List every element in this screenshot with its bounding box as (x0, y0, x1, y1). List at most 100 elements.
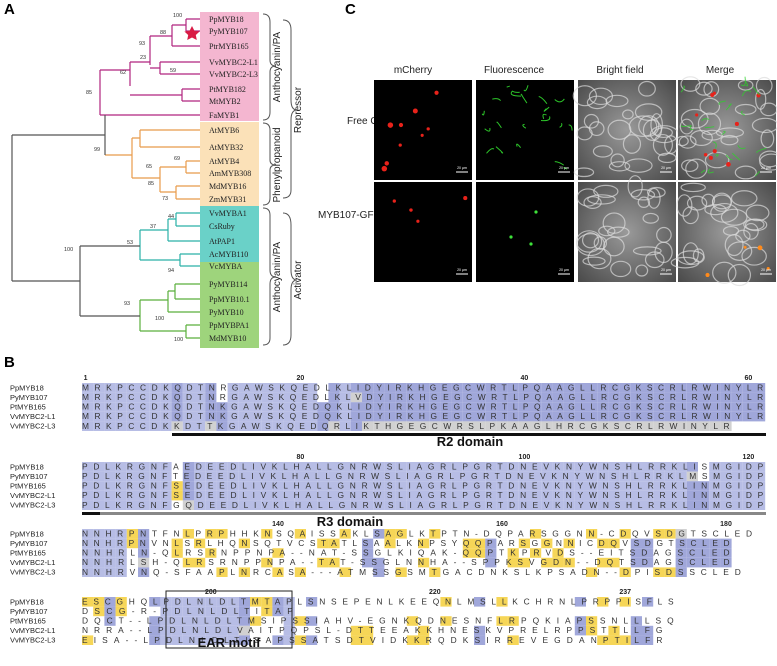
sequence-residues: NNHRPNVNLSRLHQNSQTVCSTATLSAALKNPSYQQPARS… (82, 538, 730, 548)
sequence-residues: NNHRPNTFNLPRPHHKNSQAISSAKLSAGLKTPTN-DQPA… (82, 528, 752, 538)
role-label-activator: Activator (293, 260, 304, 300)
sequence-name: VvMYBC2-L3 (10, 636, 55, 645)
bootstrap-value: 85 (86, 90, 92, 96)
svg-text:20 μm: 20 μm (661, 268, 671, 272)
group-label-phenylpropanoid: Phenylpropanoid (272, 127, 283, 202)
bootstrap-value: 100 (155, 316, 164, 322)
micrograph: 20 μm (476, 80, 574, 180)
sequence-residues: PDLKRGNFGQDEEDLIVKLHALLGNRWSLIAGRLPGRTDN… (82, 500, 764, 510)
bootstrap-value: 99 (94, 147, 100, 153)
phylogenetic-tree (11, 18, 200, 339)
taxon-label: MdMYB10 (209, 334, 246, 343)
bootstrap-value: 100 (173, 13, 182, 19)
taxon-label: PpMYB18 (209, 15, 244, 24)
group-label-anthocyanin-pa-1: Anthocyanin/PA (272, 31, 283, 102)
sequence-name: PpMYB18 (10, 462, 44, 471)
position-tick: 120 (743, 454, 755, 461)
taxon-label: ZmMYB31 (209, 195, 246, 204)
bootstrap-value: 100 (174, 337, 183, 343)
clade-bg-activator-anthocyanin-1 (200, 206, 259, 262)
r3-domain-label: R3 domain (317, 514, 384, 529)
micrograph: 20 μm (675, 76, 777, 180)
micrograph: 20 μm (572, 80, 679, 180)
sequence-residues: EISA--LPDLNLDLTISAPSSATSDTVIDKKRQDKSIRRE… (82, 635, 662, 645)
group-label-anthocyanin-pa-2: Anthocyanin/PA (272, 241, 283, 312)
position-tick: 200 (205, 589, 217, 596)
clade-bg-repressor-anthocyanin (200, 12, 259, 121)
bootstrap-value: 93 (139, 41, 145, 47)
scale-bar: 20 μm (660, 166, 672, 173)
micrograph: 20 μm (374, 182, 472, 282)
r2-domain-bar (172, 433, 766, 436)
r3-domain-bar (100, 512, 766, 515)
bootstrap-value: 85 (148, 181, 154, 187)
taxon-label: VvMYBA1 (209, 209, 247, 218)
sequence-name: PtMYB165 (10, 617, 46, 626)
position-tick: 220 (429, 589, 441, 596)
position-tick: 237 (619, 589, 631, 596)
bootstrap-value: 62 (120, 70, 126, 76)
sequence-name: PtMYB165 (10, 549, 46, 558)
bootstrap-value: 88 (160, 30, 166, 36)
sequence-name: PyMYB107 (10, 472, 48, 481)
bootstrap-value: 59 (170, 68, 176, 74)
sequence-name: PyMYB107 (10, 539, 48, 548)
bootstrap-value: 100 (64, 247, 73, 253)
ear-motif-box (165, 590, 293, 649)
svg-text:20 μm: 20 μm (559, 166, 569, 170)
taxon-label: PyMYB10 (209, 308, 244, 317)
bootstrap-value: 37 (150, 224, 156, 230)
sequence-residues: ESCGHQLPDLNLDLTMTAPLSNSEPENLKEEQNLMSLLKC… (82, 596, 674, 606)
bootstrap-value: 44 (168, 214, 174, 220)
taxon-label: VvMYBC2-L1 (209, 58, 258, 67)
r2-domain-bar-end (82, 512, 100, 515)
taxon-label: PtrMYB165 (209, 42, 249, 51)
bootstrap-value: 93 (124, 301, 130, 307)
position-tick: 140 (272, 521, 284, 528)
scale-bar: 20 μm (558, 166, 570, 173)
sequence-name: PpMYB18 (10, 383, 44, 392)
bootstrap-value: 53 (127, 240, 133, 246)
bootstrap-value: 94 (168, 268, 174, 274)
micrograph: 20 μm (374, 80, 472, 180)
taxon-label: AtPAP1 (209, 237, 235, 246)
taxon-label: PyMYB114 (209, 280, 247, 289)
column-header-merge: Merge (706, 65, 735, 76)
bootstrap-values: 1008893236285599969658573443753941009310… (64, 13, 183, 343)
sequence-residues: NRRA--LPDLNLDLVAITPQPSL-DTTEEAKKHNESKVPR… (82, 625, 662, 635)
scale-bar: 20 μm (760, 166, 772, 173)
position-tick: 180 (720, 521, 732, 528)
sequence-name: PyMYB107 (10, 607, 48, 616)
group-brackets (262, 13, 298, 346)
bootstrap-value: 23 (140, 55, 146, 61)
column-header-bright-field: Bright field (596, 65, 643, 76)
svg-text:20 μm: 20 μm (457, 166, 467, 170)
taxon-label: AcMYB110 (209, 250, 248, 259)
panel-a-label: A (4, 1, 15, 18)
svg-text:20 μm: 20 μm (559, 268, 569, 272)
bootstrap-value: 65 (146, 164, 152, 170)
scale-bar: 20 μm (760, 268, 772, 275)
position-tick: 40 (521, 375, 529, 382)
microscopy-grid: 20 μm 20 μm 20 μm 20 μm 20 μm 20 μm 20 μm 20 μm (374, 76, 777, 287)
taxon-label: MdMYB16 (209, 182, 246, 191)
position-tick: 60 (745, 375, 753, 382)
svg-text:20 μm: 20 μm (457, 268, 467, 272)
sequence-name: VvMYBC2-L3 (10, 501, 55, 510)
scale-bar: 20 μm (558, 268, 570, 275)
sequence-residues: MRKPCCDKQDTNRGAWSKQEDLKLIDYIRKHGEGCWRTLP… (82, 382, 763, 392)
sequence-name: PtMYB165 (10, 403, 46, 412)
taxon-label: PpMYBPA1 (209, 321, 249, 330)
sequence-residues: NNHRLSH-QLRSRNPPNPA--TAT-SSGLNNHA--SPPKS… (82, 557, 730, 567)
sequence-name: VvMYBC2-L1 (10, 626, 55, 635)
sequence-name: PpMYB18 (10, 529, 44, 538)
position-tick: 80 (297, 454, 305, 461)
clade-bg-phenylpropanoid (200, 122, 259, 206)
role-label-repressor: Repressor (293, 86, 304, 133)
taxa-labels: PpMYB18PyMYB107PtrMYB165VvMYBC2-L1VvMYBC… (209, 15, 258, 343)
taxon-label: AtMYB6 (209, 126, 239, 135)
taxon-label: FaMYB1 (209, 111, 239, 120)
panel-b-label: B (4, 354, 15, 371)
taxon-label: PpMYB10.1 (209, 295, 250, 304)
taxon-label: VvMYBC2-L3 (209, 70, 258, 79)
